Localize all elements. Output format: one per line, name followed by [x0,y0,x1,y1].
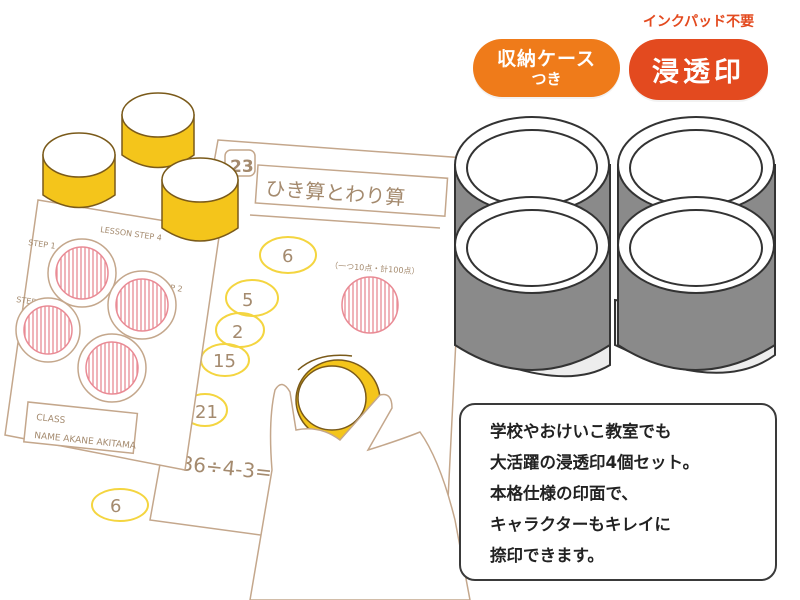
answer-1: 6 [282,246,293,267]
answer-3: 2 [232,322,243,343]
description-line: 学校やおけいこ教室でも [490,422,672,441]
description-line: 捺印できます。 [490,546,604,565]
ink-pad-note: インクパッド不要 [642,14,755,30]
yellow-stamp-1 [42,132,116,209]
step-label-1: STEP 1 [28,238,56,251]
yellow-stamp-3 [161,157,239,242]
gray-stamp-front-left [454,196,611,371]
answer-2: 5 [242,290,253,311]
case-badge-line1: 収納ケース [496,48,597,70]
worksheet-seal [341,276,399,334]
description-line: 大活躍の浸透印4個セット。 [490,453,700,472]
yellow-stamp-2 [121,92,195,169]
storage-case-badge: 収納ケース つき [473,39,620,97]
name-plate [22,401,139,455]
hand [249,383,471,600]
stamp-type-badge: 浸透印 [629,39,768,100]
case-badge-line2: つき [531,70,562,88]
stamp-sample-seals [15,238,177,403]
description-line: 本格仕様の印面で、 [490,484,638,503]
description-box: 学校やおけいこ教室でも 大活躍の浸透印4個セット。 本格仕様の印面で、 キャラク… [459,403,777,581]
gray-stamp-set [454,116,776,378]
answer-4: 15 [213,351,236,372]
answer-5: 21 [195,402,218,423]
worksheet-title-box [254,164,449,217]
answer-6: 6 [110,496,121,517]
class-label: CLASS [36,413,66,426]
gray-stamp-front-right [617,196,776,371]
description-line: キャラクターもキレイに [490,515,671,534]
